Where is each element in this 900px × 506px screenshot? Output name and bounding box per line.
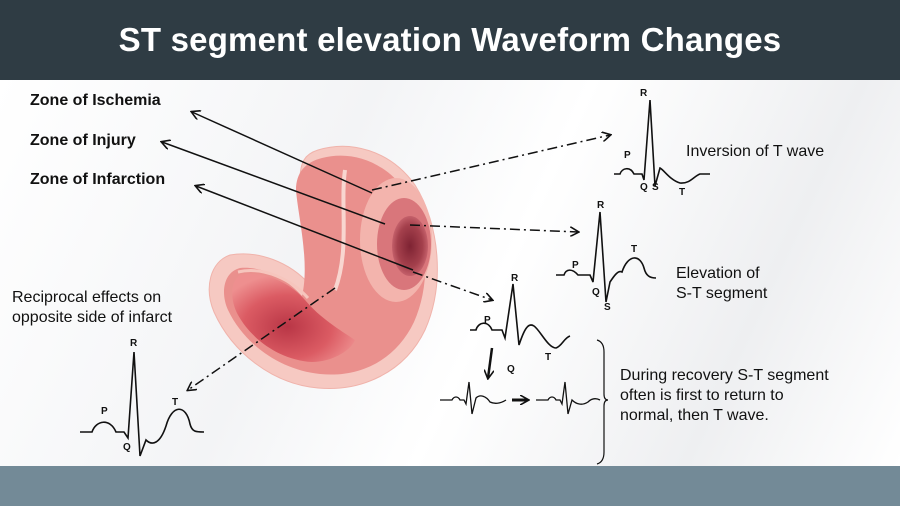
waveform-elevation	[556, 211, 657, 303]
elevation-s-label: S	[604, 302, 611, 313]
heart-inner-band	[333, 169, 347, 291]
recovery-note-line2: often is first to return to	[620, 387, 784, 404]
zone-ischemia-label: Zone of Ischemia	[30, 92, 161, 109]
inversion-p-label: P	[624, 150, 631, 161]
heart-chamber	[232, 273, 355, 362]
heart-illustration	[208, 145, 438, 390]
arrow-to-reciprocal	[188, 287, 336, 390]
reciprocal-r-label: R	[130, 338, 138, 349]
acute-q-label: Q	[507, 364, 515, 375]
recovery-note-line1: During recovery S-T segment	[620, 367, 829, 384]
waveform-recovery-2	[536, 381, 601, 415]
recovery-bracket	[596, 339, 609, 465]
arrow-to-inversion	[371, 135, 610, 191]
reciprocal-note-line1: Reciprocal effects on	[12, 289, 162, 306]
inversion-r-label: R	[640, 88, 648, 99]
elevation-r-label: R	[597, 200, 605, 211]
zone-infarction-label: Zone of Infarction	[30, 171, 166, 188]
reciprocal-t-label: T	[172, 397, 179, 408]
elevation-p-label: P	[572, 260, 579, 271]
waveform-recovery-1	[440, 381, 507, 415]
page-title: ST segment elevation Waveform Changes	[118, 21, 782, 58]
elevation-t-label: T	[631, 244, 638, 255]
arrow-to-elevation	[409, 224, 578, 232]
title-bar: ST segment elevation Waveform Changes	[0, 0, 900, 80]
infarction-pointer	[196, 186, 414, 271]
heart-chamber-rim	[237, 269, 310, 299]
acute-t-label: T	[545, 352, 552, 363]
recovery-down-arrow	[488, 347, 492, 378]
ischemia-pointer	[192, 112, 373, 194]
inversion-t-label: T	[679, 187, 686, 198]
inversion-s-label: S	[652, 182, 659, 193]
waveform-inversion	[614, 99, 710, 187]
arrow-to-acute	[412, 271, 492, 300]
reciprocal-q-label: Q	[123, 442, 131, 453]
content-area	[0, 80, 900, 466]
infarction-zone	[392, 216, 428, 276]
acute-p-label: P	[484, 315, 491, 326]
elevation-note-line1: Elevation of	[676, 265, 760, 282]
injury-pointer	[162, 142, 386, 225]
acute-r-label: R	[511, 273, 519, 284]
zone-injury-label: Zone of Injury	[30, 132, 136, 149]
elevation-note-line2: S-T segment	[676, 285, 768, 302]
recovery-note-line3: normal, then T wave.	[620, 407, 769, 424]
inversion-q-label: Q	[640, 182, 648, 193]
elevation-note: Elevation of S-T segment	[676, 264, 767, 304]
elevation-q-label: Q	[592, 287, 600, 298]
reciprocal-note-line2: opposite side of infarct	[12, 309, 173, 326]
waveform-reciprocal	[80, 351, 205, 457]
reciprocal-p-label: P	[101, 406, 108, 417]
footer-bar	[0, 466, 900, 506]
reciprocal-note: Reciprocal effects on opposite side of i…	[12, 288, 172, 328]
waveform-acute	[470, 283, 571, 349]
inversion-note: Inversion of T wave	[686, 143, 825, 160]
recovery-note: During recovery S-T segment often is fir…	[620, 366, 829, 426]
